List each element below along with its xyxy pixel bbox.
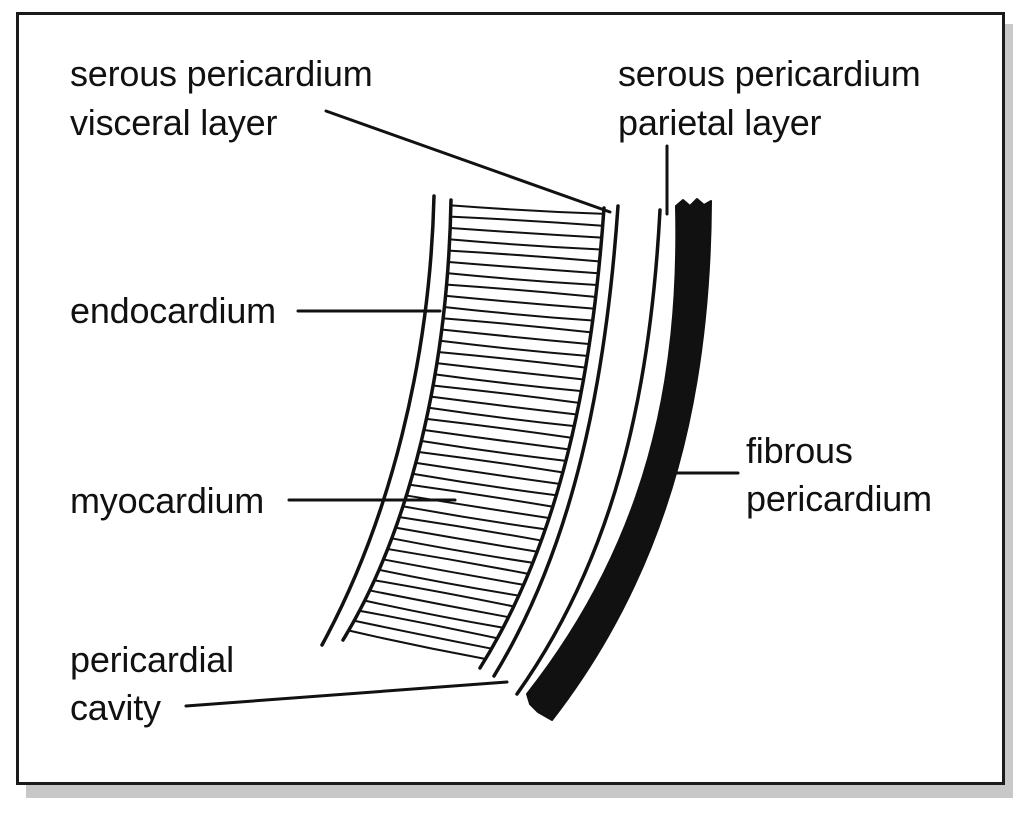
myocardium-striation — [431, 395, 576, 416]
label-fibrous-line1: fibrous — [746, 430, 853, 471]
cavity-leader-line — [184, 680, 509, 708]
myocardium-striation — [355, 620, 491, 650]
myocardium-striation — [413, 473, 556, 496]
myocardium-striation — [392, 537, 532, 564]
myocardium-striation — [451, 227, 601, 239]
myocardium-striation — [349, 629, 485, 660]
label-endocardium: endocardium — [70, 290, 276, 331]
label-visceral-line2: visceral layer — [70, 102, 278, 143]
myocardium-striation — [450, 249, 599, 263]
label-parietal-line1: serous pericardium — [618, 53, 921, 94]
label-fibrous-line2: pericardium — [746, 478, 932, 519]
myocardium-striations — [349, 204, 603, 660]
myocardium-striation — [370, 589, 508, 618]
myocardium-striation — [434, 384, 579, 404]
endocardium-layer — [320, 194, 436, 647]
myocardium-striation — [407, 494, 549, 519]
myocardium-outer-edge — [478, 206, 606, 670]
myocardium-striation — [445, 306, 592, 322]
myocardium-striation — [436, 373, 581, 392]
myocardium-striation — [375, 579, 513, 608]
myocardium-striation — [451, 215, 602, 227]
myocardium-striation — [442, 328, 589, 345]
myocardium-striation — [419, 451, 562, 474]
label-parietal-line2: parietal layer — [618, 102, 822, 143]
label-cavity-line2: cavity — [70, 687, 161, 728]
myocardium-striation — [441, 340, 587, 357]
myocardium-striation — [429, 407, 574, 427]
fibrous-pericardium-band — [526, 198, 712, 721]
myocardium-striation — [444, 317, 591, 334]
myocardium-striation — [365, 600, 503, 629]
myocardium-striation — [379, 569, 518, 597]
visceral-leader-line — [324, 109, 612, 214]
myocardium-striation — [388, 548, 528, 575]
myocardium-striation — [447, 283, 595, 298]
label-visceral-line1: serous pericardium — [70, 53, 373, 94]
myocardium-striation — [400, 516, 541, 542]
label-cavity-line1: pericardial — [70, 639, 234, 680]
myocardium-inner-edge — [341, 198, 453, 642]
myocardium-striation — [396, 527, 537, 553]
myocardium-striation — [446, 295, 594, 310]
myocardium-striation — [360, 610, 497, 639]
myocardium-striation — [439, 351, 585, 369]
visceral-layer — [492, 204, 620, 678]
myocardium-striation — [450, 238, 600, 251]
myocardium-striation — [422, 440, 565, 462]
parietal-layer — [515, 208, 662, 696]
myocardium-striation — [448, 272, 597, 286]
myocardium-striation — [384, 558, 523, 586]
diagram-frame — [16, 12, 1005, 785]
label-myocardium: myocardium — [70, 480, 265, 521]
myocardium-striation — [449, 261, 598, 275]
myocardium-striation — [451, 204, 603, 215]
myocardium-striation — [410, 484, 552, 508]
myocardium-striation — [416, 462, 559, 485]
myocardium-striation — [424, 429, 568, 451]
myocardium-striation — [403, 505, 545, 530]
myocardium-striation — [437, 362, 583, 381]
myocardium-striation — [427, 418, 571, 439]
